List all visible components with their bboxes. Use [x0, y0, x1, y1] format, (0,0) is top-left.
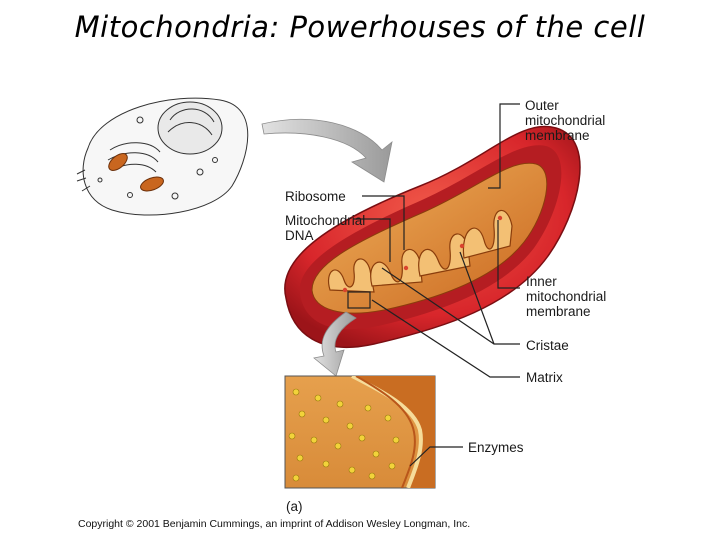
- mitochondrion: [284, 125, 581, 349]
- label-enzymes: Enzymes: [468, 440, 524, 455]
- page-title: Mitochondria: Powerhouses of the cell: [74, 10, 646, 44]
- enzyme-dots: [288, 388, 400, 482]
- leader-lines: [354, 103, 520, 467]
- cell-sketch: [76, 97, 249, 216]
- zoom-arrow-bottom: [313, 311, 357, 377]
- label-cristae: Cristae: [526, 338, 569, 353]
- label-mitochondrial-dna: Mitochondrial DNA: [285, 213, 366, 243]
- copyright-notice: Copyright © 2001 Benjamin Cummings, an i…: [78, 518, 471, 530]
- label-outer-membrane: Outer mitochondrial membrane: [525, 98, 606, 143]
- matrix-zoom-panel: [284, 375, 436, 489]
- zoom-arrow-top: [261, 118, 393, 183]
- label-inner-membrane: Inner mitochondrial membrane: [526, 274, 607, 319]
- label-ribosome: Ribosome: [285, 189, 346, 204]
- label-matrix: Matrix: [526, 370, 563, 385]
- panel-label: (a): [286, 499, 303, 514]
